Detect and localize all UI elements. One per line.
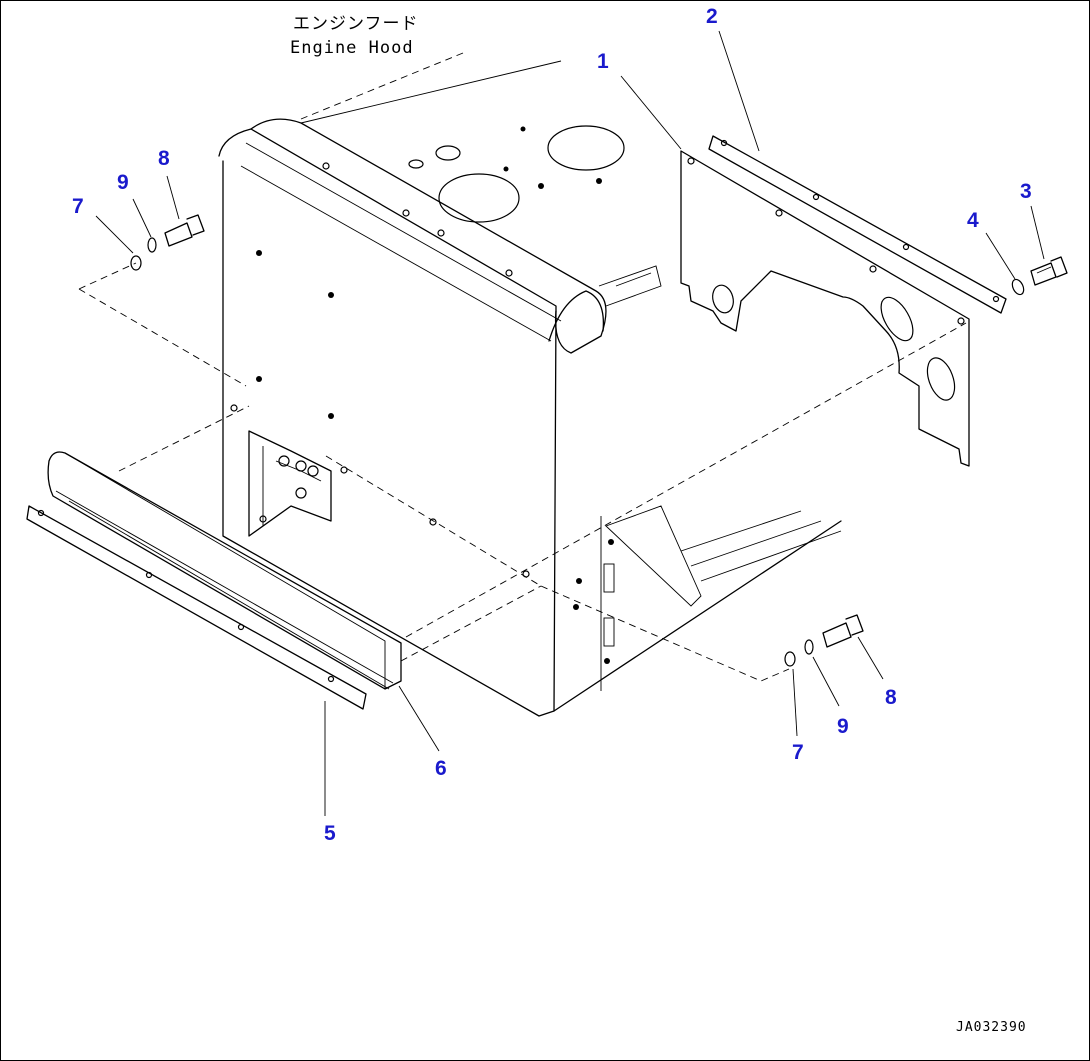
callout-6: 6 (435, 757, 447, 780)
title-english: Engine Hood (290, 38, 414, 58)
callouts: 1 2 3 4 5 6 7 7 8 8 9 9 (72, 5, 1032, 845)
part-9-washer-upper (147, 237, 157, 253)
part-1-side-plate (680, 150, 970, 467)
leader-lines (95, 30, 1045, 816)
callout-7-upper: 7 (72, 195, 84, 218)
callout-8-lower: 8 (885, 686, 897, 709)
part-7-nut-lower (784, 651, 796, 667)
title-leader-line (300, 52, 464, 120)
part-8-bolt-lower (822, 614, 864, 648)
callout-1: 1 (597, 50, 609, 73)
part-7-nut-upper (130, 255, 142, 271)
callout-4: 4 (967, 209, 979, 232)
assembly-lines (78, 262, 967, 682)
callout-3: 3 (1020, 180, 1032, 203)
callout-9-upper: 9 (117, 171, 129, 194)
part-3-bolt-right (1030, 256, 1068, 286)
callout-7-lower: 7 (792, 741, 804, 764)
callout-9-lower: 9 (837, 715, 849, 738)
drawing-number: JA032390 (956, 1020, 1027, 1035)
part-5-strip (26, 505, 367, 710)
callout-5: 5 (324, 822, 336, 845)
title-japanese: エンジンフード (293, 14, 419, 34)
part-6-channel (47, 451, 402, 690)
part-9-washer-lower (804, 639, 814, 655)
engine-hood (218, 60, 842, 717)
part-4-washer-right (1011, 278, 1025, 296)
callout-2: 2 (706, 5, 718, 28)
part-2-strip (708, 135, 1007, 314)
part-8-bolt-upper (164, 214, 205, 247)
callout-8-upper: 8 (158, 147, 170, 170)
